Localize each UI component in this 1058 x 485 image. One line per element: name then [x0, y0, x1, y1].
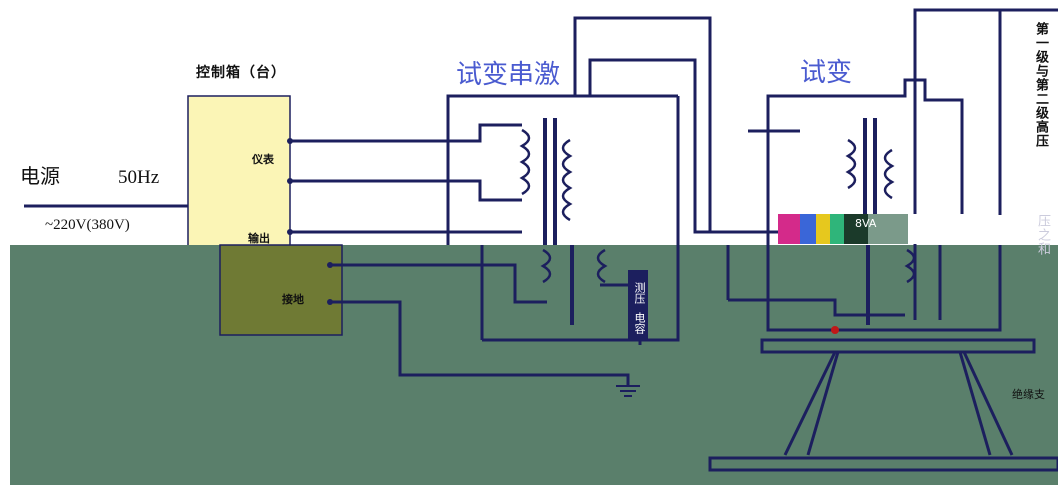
voltage-divider-capacitor: [628, 270, 648, 340]
upper-terminals: [287, 138, 293, 235]
glitch-band: [10, 245, 1058, 485]
lower-terminals: [327, 262, 839, 334]
support-leg-right: [958, 351, 992, 456]
glitch-text: 8VA: [855, 217, 877, 230]
test-secondary-coil: [883, 148, 895, 200]
upper-wiring: [24, 8, 1058, 245]
support-leg-left-inner: [806, 351, 840, 456]
lower-coils: [540, 248, 916, 284]
exciter-bottom-bar: [482, 245, 680, 342]
ground-symbol: [616, 385, 640, 397]
test-primary-coil: [845, 138, 857, 190]
series-exciter-title: 试变串激: [456, 60, 561, 90]
test-box-lower: [766, 245, 1002, 332]
meter-wire-1: [290, 123, 522, 143]
stage-voltage-note-lower: 压之和: [1035, 214, 1050, 256]
meter-terminal-2: [287, 178, 293, 184]
test-transformer-title: 试变: [800, 58, 853, 88]
exciter-primary-coil: [519, 128, 531, 196]
insulation-support-label: 绝缘支: [1012, 388, 1045, 401]
output-terminal-label: 输出: [248, 232, 270, 245]
exciter-outer-lead: [446, 16, 790, 245]
exciter-lower-coil-b: [596, 248, 608, 284]
output-terminal: [287, 229, 293, 235]
exciter-lower-coil-a: [540, 248, 552, 284]
test-top-lead: [913, 8, 1058, 245]
capacitor-label-lower: 电容: [633, 312, 646, 334]
glitch-block: [778, 214, 1058, 244]
meter-wire-2: [290, 179, 522, 202]
voltage-label: ~220V(380V): [45, 217, 130, 233]
lower-wire-1: [330, 263, 547, 304]
insulation-support: [708, 338, 1058, 472]
ground-wire: [330, 300, 630, 385]
support-leg-right-inner: [962, 351, 1014, 456]
control-box-upper: [187, 95, 291, 247]
exciter-inner-lead: [588, 58, 785, 234]
ground-terminal-label: 接地: [282, 293, 304, 306]
support-leg-left: [783, 351, 837, 456]
upper-coils: [519, 128, 895, 222]
capacitor-label: 测压: [633, 282, 646, 304]
meter-terminal-label: 仪表: [252, 153, 274, 166]
exciter-secondary-coil: [561, 138, 573, 222]
control-box-lower: [219, 244, 343, 336]
support-top-plate: [760, 338, 1036, 354]
test-lower-coil: [904, 248, 916, 284]
support-base-plate: [708, 456, 1058, 472]
stage-voltage-note: 第一级与第二级高压: [1033, 22, 1048, 148]
control-box-title: 控制箱（台）: [196, 65, 286, 81]
meter-terminal-1: [287, 138, 293, 144]
power-label: 电源: [20, 164, 60, 188]
lower-terminal-1: [327, 262, 333, 268]
ground-terminal: [327, 299, 333, 305]
frequency-label: 50Hz: [118, 167, 160, 188]
junction-dot: [831, 326, 839, 334]
